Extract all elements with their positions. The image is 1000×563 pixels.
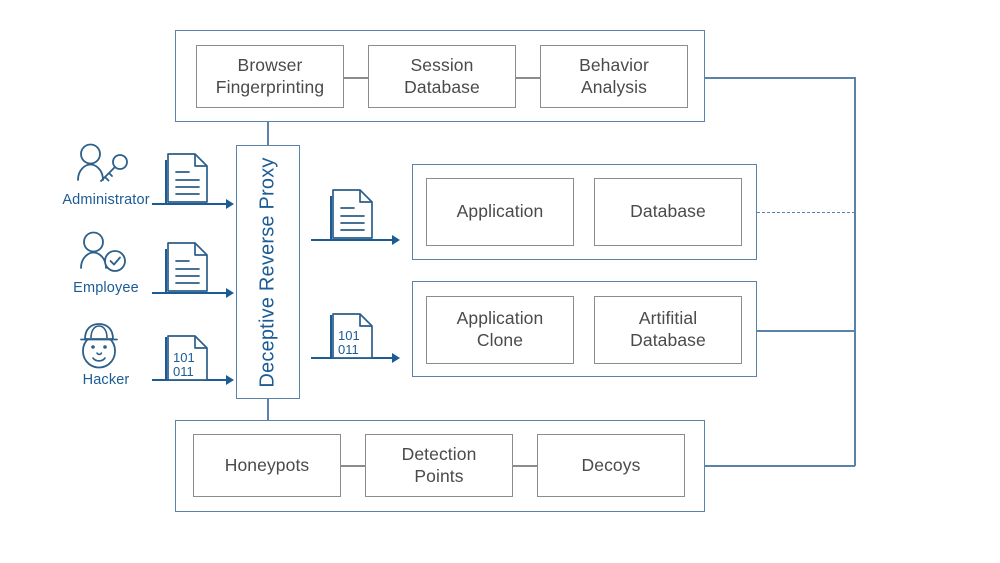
node-honeypots-label: Honeypots [224, 454, 310, 475]
node-behavior-analysis-line1: Behavior [579, 54, 649, 75]
flow-proxy-to-deception-env-arrowhead [392, 353, 400, 363]
flow-proxy-to-real-env [311, 239, 394, 241]
connector-deception-env-to-bus [757, 330, 855, 332]
node-session-database-line2: Database [404, 76, 480, 97]
flow-hacker-arrowhead [226, 375, 234, 385]
user-key-icon [77, 143, 128, 182]
right-bus-vertical [854, 77, 856, 466]
node-artifitial-database[interactable]: Artifitial Database [594, 296, 742, 364]
node-session-database[interactable]: Session Database [368, 45, 516, 108]
binary-document-line1-malicious: 101 [338, 328, 360, 343]
flow-administrator-to-proxy [152, 203, 228, 205]
node-application-clone-line1: Application [456, 308, 544, 329]
node-honeypots[interactable]: Honeypots [193, 434, 341, 497]
node-browser-fingerprinting-line1: Browser [237, 54, 303, 75]
node-database[interactable]: Database [594, 178, 742, 246]
actor-administrator[interactable]: Administrator [58, 140, 154, 208]
actor-employee-label: Employee [73, 280, 139, 296]
connector-session-to-behavior [516, 77, 540, 79]
document-icon-employee [167, 242, 208, 292]
flow-proxy-to-real-env-tick [330, 196, 332, 240]
node-decoys-label: Decoys [581, 454, 641, 475]
binary-document-icon-hacker: 101 011 [167, 335, 208, 381]
connector-honeypots-to-detection [341, 465, 365, 467]
connector-bottom-group-to-bus [704, 465, 855, 467]
binary-document-line2-hacker: 011 [173, 364, 194, 379]
connector-detection-to-decoys [513, 465, 537, 467]
node-artifitial-database-line1: Artifitial [638, 308, 698, 329]
connector-top-group-to-proxy [267, 122, 269, 146]
flow-employee-tick [165, 249, 167, 293]
flow-hacker-tick [165, 337, 167, 380]
node-application-clone[interactable]: Application Clone [426, 296, 574, 364]
binary-document-line1-hacker: 101 [173, 350, 195, 365]
node-database-label: Database [630, 201, 706, 222]
user-check-icon [80, 231, 126, 272]
connector-top-group-to-bus [704, 77, 855, 79]
connector-real-env-to-bus-dashed [757, 212, 855, 213]
actor-hacker[interactable]: Hacker [58, 318, 154, 388]
deceptive-reverse-proxy[interactable]: Deceptive Reverse Proxy [236, 145, 300, 399]
flow-proxy-to-real-env-arrowhead [392, 235, 400, 245]
flow-employee-to-proxy [152, 292, 228, 294]
node-application-label: Application [456, 201, 544, 222]
node-application-clone-line2: Clone [476, 330, 524, 350]
hacker-face-icon [80, 323, 118, 369]
flow-administrator-tick [165, 160, 167, 204]
node-behavior-analysis-line2: Analysis [581, 76, 647, 97]
flow-administrator-arrowhead [226, 199, 234, 209]
binary-document-icon-malicious-traffic: 101 011 [332, 313, 373, 359]
flow-employee-arrowhead [226, 288, 234, 298]
binary-document-line2-malicious: 011 [338, 342, 359, 357]
connector-proxy-to-bottom-group [267, 399, 269, 421]
node-detection-points[interactable]: Detection Points [365, 434, 513, 497]
node-browser-fingerprinting-line2: Fingerprinting [215, 76, 325, 97]
flow-proxy-to-deception-env-tick [330, 315, 332, 358]
document-icon-legitimate-traffic [332, 189, 373, 239]
document-icon-administrator [167, 153, 208, 203]
node-application[interactable]: Application [426, 178, 574, 246]
node-browser-fingerprinting[interactable]: Browser Fingerprinting [196, 45, 344, 108]
node-behavior-analysis[interactable]: Behavior Analysis [540, 45, 688, 108]
actor-hacker-label: Hacker [82, 372, 130, 388]
node-detection-points-line2: Points [414, 465, 464, 486]
node-decoys[interactable]: Decoys [537, 434, 685, 497]
actor-employee[interactable]: Employee [58, 228, 154, 296]
node-session-database-line1: Session [410, 54, 474, 75]
actor-administrator-label: Administrator [62, 192, 150, 208]
proxy-label: Deceptive Reverse Proxy [256, 156, 279, 388]
connector-fingerprinting-to-session [344, 77, 368, 79]
node-detection-points-line1: Detection [401, 443, 477, 464]
node-artifitial-database-line2: Database [630, 330, 706, 350]
